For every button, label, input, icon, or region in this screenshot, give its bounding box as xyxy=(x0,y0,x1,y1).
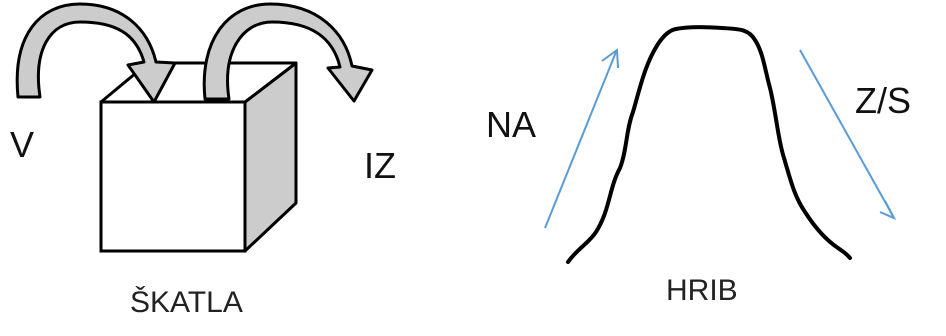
hill-caption: HRIB xyxy=(666,274,738,307)
in-arrow-icon xyxy=(15,2,177,104)
out-label: IZ xyxy=(364,145,396,186)
hill-curve xyxy=(566,25,852,264)
down-direction-arrow-icon xyxy=(799,49,897,221)
box-caption: ŠKATLA xyxy=(130,286,243,319)
box-figure xyxy=(99,61,298,253)
up-direction-arrow-icon xyxy=(544,48,619,229)
up-label: NA xyxy=(486,104,537,145)
down-label: Z/S xyxy=(855,80,912,121)
cube-front-face xyxy=(99,100,247,253)
out-arrow-icon xyxy=(202,2,374,103)
in-label: V xyxy=(10,124,35,165)
